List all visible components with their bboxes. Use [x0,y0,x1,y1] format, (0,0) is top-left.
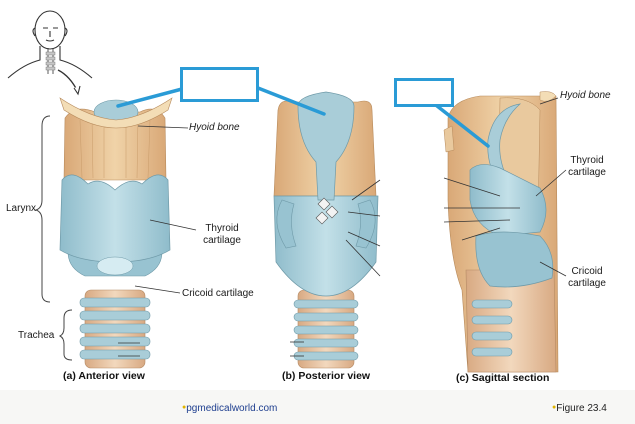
caption-posterior-view: (b) Posterior view [282,370,371,382]
label-cricoid-line-2: cartilage [568,278,606,289]
neck-rings [45,51,56,71]
label-cricoid-cartilage-sagittal: Cricoid cartilage [561,266,613,290]
leader-lines [118,97,567,357]
footer-source: ●pgmedicalworld.com [182,403,277,414]
pointer-lines [116,86,490,148]
label-thyroid-line-2-sagittal: cartilage [568,167,606,178]
caption-sagittal-section: (c) Sagittal section [456,372,550,384]
label-hyoid-bone-sagittal: Hyoid bone [560,90,611,101]
footer-band [0,390,635,424]
trachea-bracket [58,309,73,361]
bullet-icon: ● [552,404,557,411]
label-cricoid-cartilage-anterior: Cricoid cartilage [182,288,254,299]
sagittal-larynx [443,91,559,373]
label-thyroid-line-2: cartilage [203,235,241,246]
posterior-larynx [273,91,379,369]
anterior-larynx [59,97,173,369]
label-trachea: Trachea [18,330,55,341]
blank-answer-box-1[interactable] [180,67,259,102]
label-thyroid-line-1-sagittal: Thyroid [570,155,604,166]
footer-source-text: pgmedicalworld.com [186,403,278,414]
head-silhouette [7,10,93,96]
larynx-bracket [34,115,51,303]
footer-figure-text: Figure 23.4 [556,403,607,414]
caption-anterior-view: (a) Anterior view [63,370,145,382]
blank-answer-box-2[interactable] [394,78,454,107]
label-hyoid-bone-anterior: Hyoid bone [189,122,240,133]
label-thyroid-cartilage-sagittal: Thyroid cartilage [561,155,613,179]
label-larynx: Larynx [6,203,37,214]
label-thyroid-line-1: Thyroid [205,223,239,234]
bullet-icon: ● [182,404,187,411]
footer-figure-number: ●Figure 23.4 [552,403,607,414]
label-cricoid-line-1: Cricoid [571,266,603,277]
label-thyroid-cartilage-anterior: Thyroid cartilage [197,223,247,247]
